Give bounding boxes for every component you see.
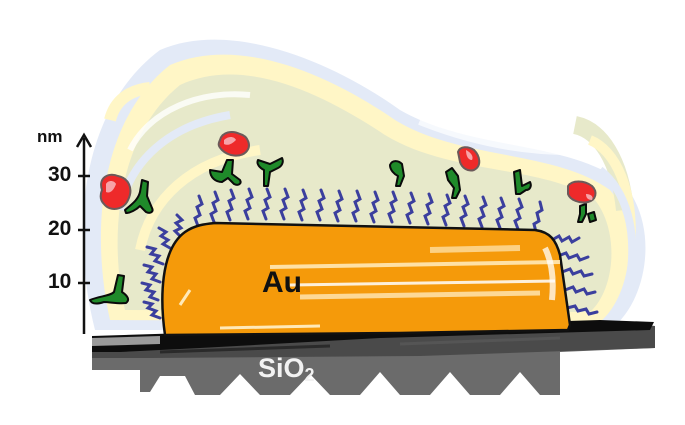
sio2-label-subscript: 2 xyxy=(304,365,315,385)
au-label: Au xyxy=(262,266,302,299)
antibody-icon xyxy=(445,167,461,199)
antibody-icon xyxy=(513,169,532,195)
antigen-icon xyxy=(456,146,481,172)
gold-nanostructure xyxy=(161,221,572,337)
antigen-icon xyxy=(217,131,250,157)
antigens xyxy=(99,131,597,210)
antibody-icon xyxy=(587,211,597,223)
tick-label-30: 30 xyxy=(48,163,72,186)
antibody-icon xyxy=(124,179,154,214)
sio2-label-main: SiO xyxy=(258,353,305,383)
tick-label-10: 10 xyxy=(48,270,72,293)
antibody-icon xyxy=(209,159,242,186)
linker-layer xyxy=(140,187,599,320)
antibodies xyxy=(89,157,597,305)
antibody-icon xyxy=(389,160,405,187)
antibody-icon xyxy=(256,157,284,187)
tick-label-20: 20 xyxy=(48,217,72,240)
antibody-icon xyxy=(577,203,587,223)
axis-unit-label: nm xyxy=(37,127,63,146)
antibody-icon xyxy=(89,274,130,305)
antigen-icon xyxy=(99,173,132,210)
nm-scale-axis xyxy=(75,132,93,334)
antigen-icon xyxy=(567,180,597,204)
sio2-label: SiO2 xyxy=(258,353,315,385)
